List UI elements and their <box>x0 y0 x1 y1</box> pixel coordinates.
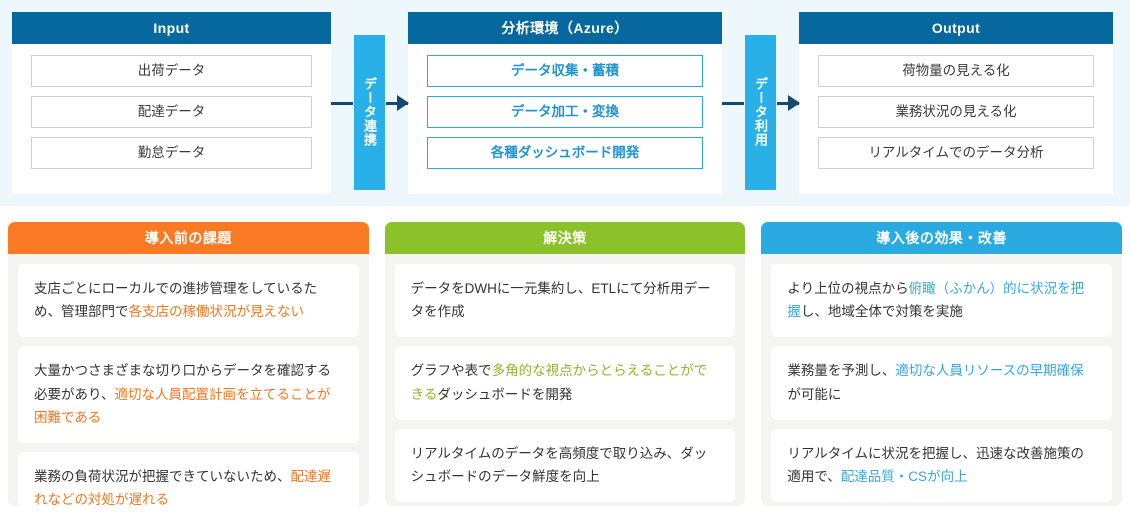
flow-item: 勤怠データ <box>31 137 312 169</box>
card-body-effects: より上位の視点から俯瞰（ふかん）的に状況を把握し、地域全体で対策を実施 業務量を… <box>761 254 1122 506</box>
panel-title-analysis: 分析環境（Azure） <box>408 12 722 44</box>
connector-label-bar: データ連携 <box>354 34 385 190</box>
flow-row: Input 出荷データ 配達データ 勤怠データ データ連携 分析環境（Azure… <box>12 12 1118 194</box>
flow-item: 出荷データ <box>31 55 312 87</box>
card-item: グラフや表で多角的な視点からとらえることができるダッシュボードを開発 <box>394 346 736 420</box>
flow-panel-input: Input 出荷データ 配達データ 勤怠データ <box>12 12 331 194</box>
card-item: 業務量を予測し、適切な人員リソースの早期確保が可能に <box>771 346 1113 420</box>
connector-data-renkei: データ連携 <box>331 12 409 194</box>
flow-item: 業務状況の見える化 <box>818 96 1094 128</box>
comparison-cards-section: 導入前の課題 支店ごとにローカルでの進捗管理をしているため、管理部門で各支店の稼… <box>0 206 1130 514</box>
card-item: 大量かつさまざまな切り口からデータを確認する必要があり、適切な人員配置計画を立て… <box>18 346 359 444</box>
arrow-right-icon <box>386 95 409 111</box>
flow-panel-output: Output 荷物量の見える化 業務状況の見える化 リアルタイムでのデータ分析 <box>799 12 1113 194</box>
card-body-issues: 支店ごとにローカルでの進捗管理をしているため、管理部門で各支店の稼働状況が見えな… <box>8 254 369 506</box>
flow-item: 各種ダッシュボード開発 <box>427 137 703 169</box>
flow-item: 荷物量の見える化 <box>818 55 1094 87</box>
connector-line-left <box>722 101 744 105</box>
flow-panel-analysis: 分析環境（Azure） データ収集・蓄積 データ加工・変換 各種ダッシュボード開… <box>408 12 722 194</box>
connector-line-left <box>331 101 353 105</box>
card-item: 支店ごとにローカルでの進捗管理をしているため、管理部門で各支店の稼働状況が見えな… <box>18 264 359 338</box>
card-item: リアルタイムのデータを高頻度で取り込み、ダッシュボードのデータ鮮度を向上 <box>394 428 736 503</box>
panel-body-input: 出荷データ 配達データ 勤怠データ <box>12 44 331 194</box>
flow-item: データ収集・蓄積 <box>427 55 703 87</box>
card-item: データをDWHに一元集約し、ETLにて分析用データを作成 <box>394 264 736 338</box>
data-flow-section: Input 出荷データ 配達データ 勤怠データ データ連携 分析環境（Azure… <box>0 0 1130 206</box>
connector-data-riyou: データ利用 <box>722 12 800 194</box>
panel-title-input: Input <box>12 12 331 44</box>
card-body-solution: データをDWHに一元集約し、ETLにて分析用データを作成 グラフや表で多角的な視… <box>385 254 746 506</box>
panel-body-analysis: データ収集・蓄積 データ加工・変換 各種ダッシュボード開発 <box>408 44 722 194</box>
card-solution: 解決策 データをDWHに一元集約し、ETLにて分析用データを作成 グラフや表で多… <box>384 222 746 506</box>
flow-item: データ加工・変換 <box>427 96 703 128</box>
card-issues: 導入前の課題 支店ごとにローカルでの進捗管理をしているため、管理部門で各支店の稼… <box>8 222 369 506</box>
connector-label-bar: データ利用 <box>745 34 776 190</box>
panel-body-output: 荷物量の見える化 業務状況の見える化 リアルタイムでのデータ分析 <box>799 44 1113 194</box>
card-title-issues: 導入前の課題 <box>8 222 369 254</box>
card-effects: 導入後の効果・改善 より上位の視点から俯瞰（ふかん）的に状況を把握し、地域全体で… <box>761 222 1123 506</box>
card-item: リアルタイムに状況を把握し、迅速な改善施策の適用で、配達品質・CSが向上 <box>771 428 1113 503</box>
card-title-effects: 導入後の効果・改善 <box>761 222 1123 254</box>
panel-title-output: Output <box>799 12 1113 44</box>
flow-item: 配達データ <box>31 96 312 128</box>
card-item: より上位の視点から俯瞰（ふかん）的に状況を把握し、地域全体で対策を実施 <box>771 264 1113 338</box>
flow-item: リアルタイムでのデータ分析 <box>818 137 1094 169</box>
arrow-right-icon <box>777 95 800 111</box>
card-title-solution: 解決策 <box>384 222 746 254</box>
card-item: 業務の負荷状況が把握できていないため、配達遅れなどの対処が遅れる <box>18 452 359 506</box>
